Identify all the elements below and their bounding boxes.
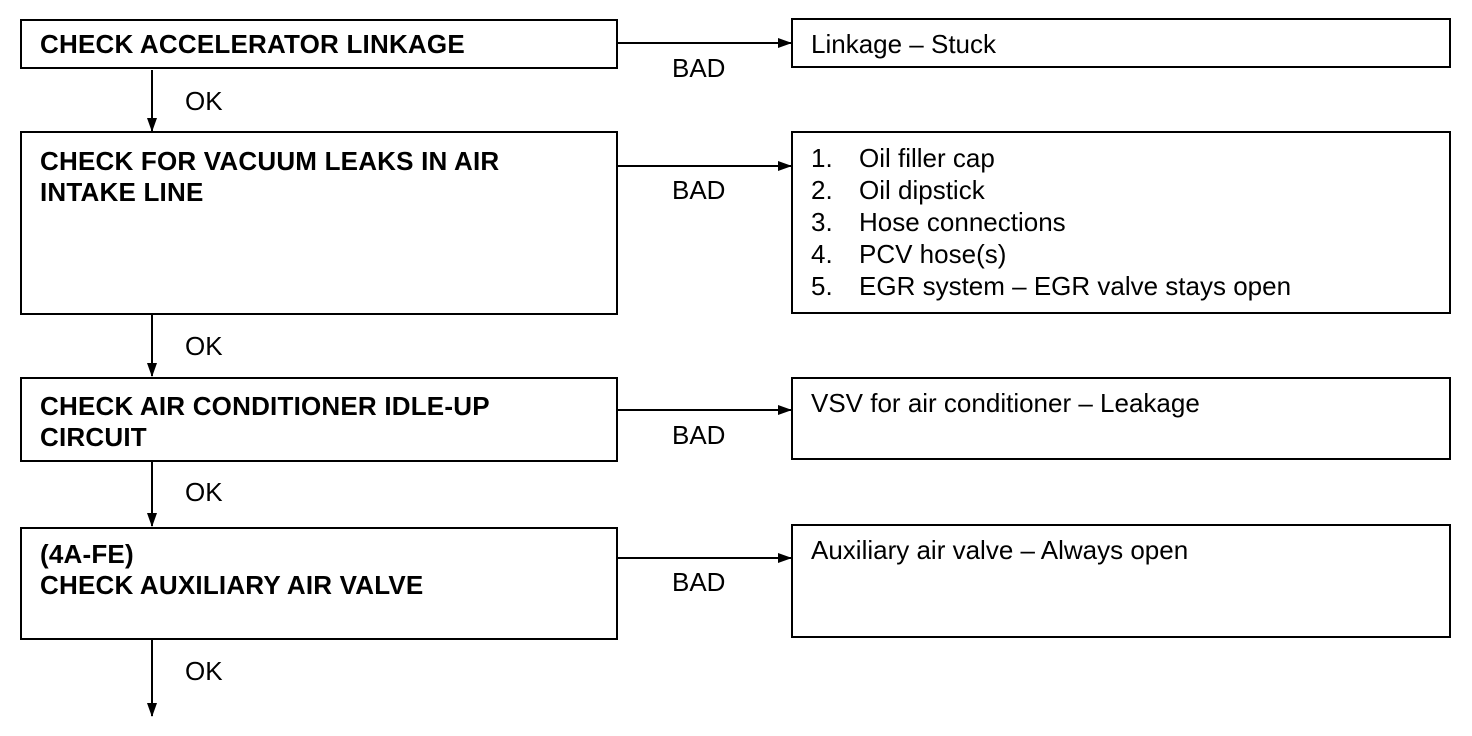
ok-label: OK xyxy=(185,656,223,686)
result-box-auxiliary-air-valve: Auxiliary air valve – Always open xyxy=(791,524,1451,638)
check-box-auxiliary-air-valve: (4A-FE) CHECK AUXILIARY AIR VALVE xyxy=(20,527,618,640)
bad-label: BAD xyxy=(672,420,726,450)
result-list-item: 3.Hose connections xyxy=(811,207,1066,237)
check-box-accelerator-linkage: CHECK ACCELERATOR LINKAGE xyxy=(20,19,618,69)
result-text: Auxiliary air valve – Always open xyxy=(811,535,1189,565)
ok-label: OK xyxy=(185,331,223,361)
result-list-item: 4.PCV hose(s) xyxy=(811,239,1007,269)
check-text-line: INTAKE LINE xyxy=(40,177,204,207)
result-text: Linkage – Stuck xyxy=(811,29,997,59)
check-text-line: CHECK FOR VACUUM LEAKS IN AIR xyxy=(40,146,500,176)
result-list-item: 5.EGR system – EGR valve stays open xyxy=(811,271,1292,301)
check-text-line: CHECK AIR CONDITIONER IDLE-UP xyxy=(40,391,490,421)
ok-label: OK xyxy=(185,86,223,116)
check-text-line: (4A-FE) xyxy=(40,539,134,569)
bad-label: BAD xyxy=(672,567,726,597)
check-box-vacuum-leaks: CHECK FOR VACUUM LEAKS IN AIR INTAKE LIN… xyxy=(20,131,618,315)
bad-label: BAD xyxy=(672,175,726,205)
check-text-line: CHECK AUXILIARY AIR VALVE xyxy=(40,570,424,600)
result-text: VSV for air conditioner – Leakage xyxy=(811,388,1200,418)
result-box-vacuum-leak-causes: 1.Oil filler cap 2.Oil dipstick 3.Hose c… xyxy=(791,131,1451,314)
result-box-linkage: Linkage – Stuck xyxy=(791,18,1451,68)
result-box-vsv-ac: VSV for air conditioner – Leakage xyxy=(791,377,1451,460)
result-list-item: 2.Oil dipstick xyxy=(811,175,985,205)
check-text-line: CIRCUIT xyxy=(40,422,147,452)
check-box-ac-idle-up: CHECK AIR CONDITIONER IDLE-UP CIRCUIT xyxy=(20,377,618,462)
check-text-line: CHECK ACCELERATOR LINKAGE xyxy=(40,29,465,59)
ok-label: OK xyxy=(185,477,223,507)
bad-label: BAD xyxy=(672,53,726,83)
result-list-item: 1.Oil filler cap xyxy=(811,143,995,173)
